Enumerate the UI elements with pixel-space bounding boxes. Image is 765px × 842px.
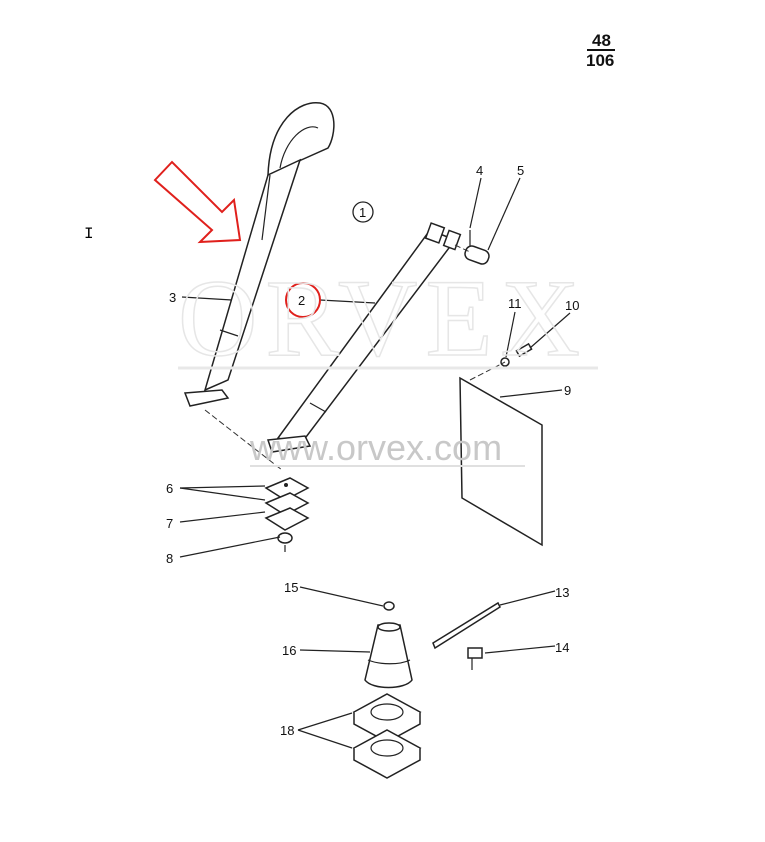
callout-11[interactable]: 11: [508, 296, 522, 311]
part-5-bolt: [464, 245, 490, 265]
callout-3[interactable]: 3: [169, 290, 176, 305]
page-total: 106: [586, 51, 614, 70]
watermark-brand: ORVEX: [178, 257, 588, 379]
callout-15[interactable]: 15: [284, 580, 298, 595]
red-arrow-icon: [153, 160, 242, 244]
part-2-strut: [266, 222, 462, 453]
callout-16[interactable]: 16: [282, 643, 296, 658]
text-cursor: I: [84, 225, 94, 243]
callout-2[interactable]: 2: [298, 293, 305, 308]
part-10-screw: [515, 342, 533, 358]
callout-18[interactable]: 18: [280, 723, 294, 738]
watermark-url: www.orvex.com: [249, 427, 502, 468]
callout-7[interactable]: 7: [166, 516, 173, 531]
assembly-marker: 1: [359, 205, 366, 220]
part-13-strip: [432, 601, 501, 650]
part-9-plate: [459, 376, 543, 547]
assembly-marker-circle: [352, 201, 374, 223]
page-current: 48: [592, 31, 611, 50]
callout-10[interactable]: 10: [565, 298, 579, 313]
leader-lines: [179, 177, 571, 749]
callout-13[interactable]: 13: [555, 585, 569, 600]
part-3-handle-arm: [183, 102, 335, 471]
part-15-nut: [383, 601, 395, 611]
highlight-circle: [285, 282, 321, 318]
parts-6-7-8-pads: [264, 477, 310, 552]
callout-9[interactable]: 9: [564, 383, 571, 398]
callout-8[interactable]: 8: [166, 551, 173, 566]
callout-14[interactable]: 14: [555, 640, 569, 655]
part-14-clip: [467, 647, 483, 659]
part-16-cone: [364, 622, 413, 689]
part-18-blocks: [352, 693, 422, 779]
callout-6[interactable]: 6: [166, 481, 173, 496]
callout-4[interactable]: 4: [476, 163, 483, 178]
callout-5[interactable]: 5: [517, 163, 524, 178]
